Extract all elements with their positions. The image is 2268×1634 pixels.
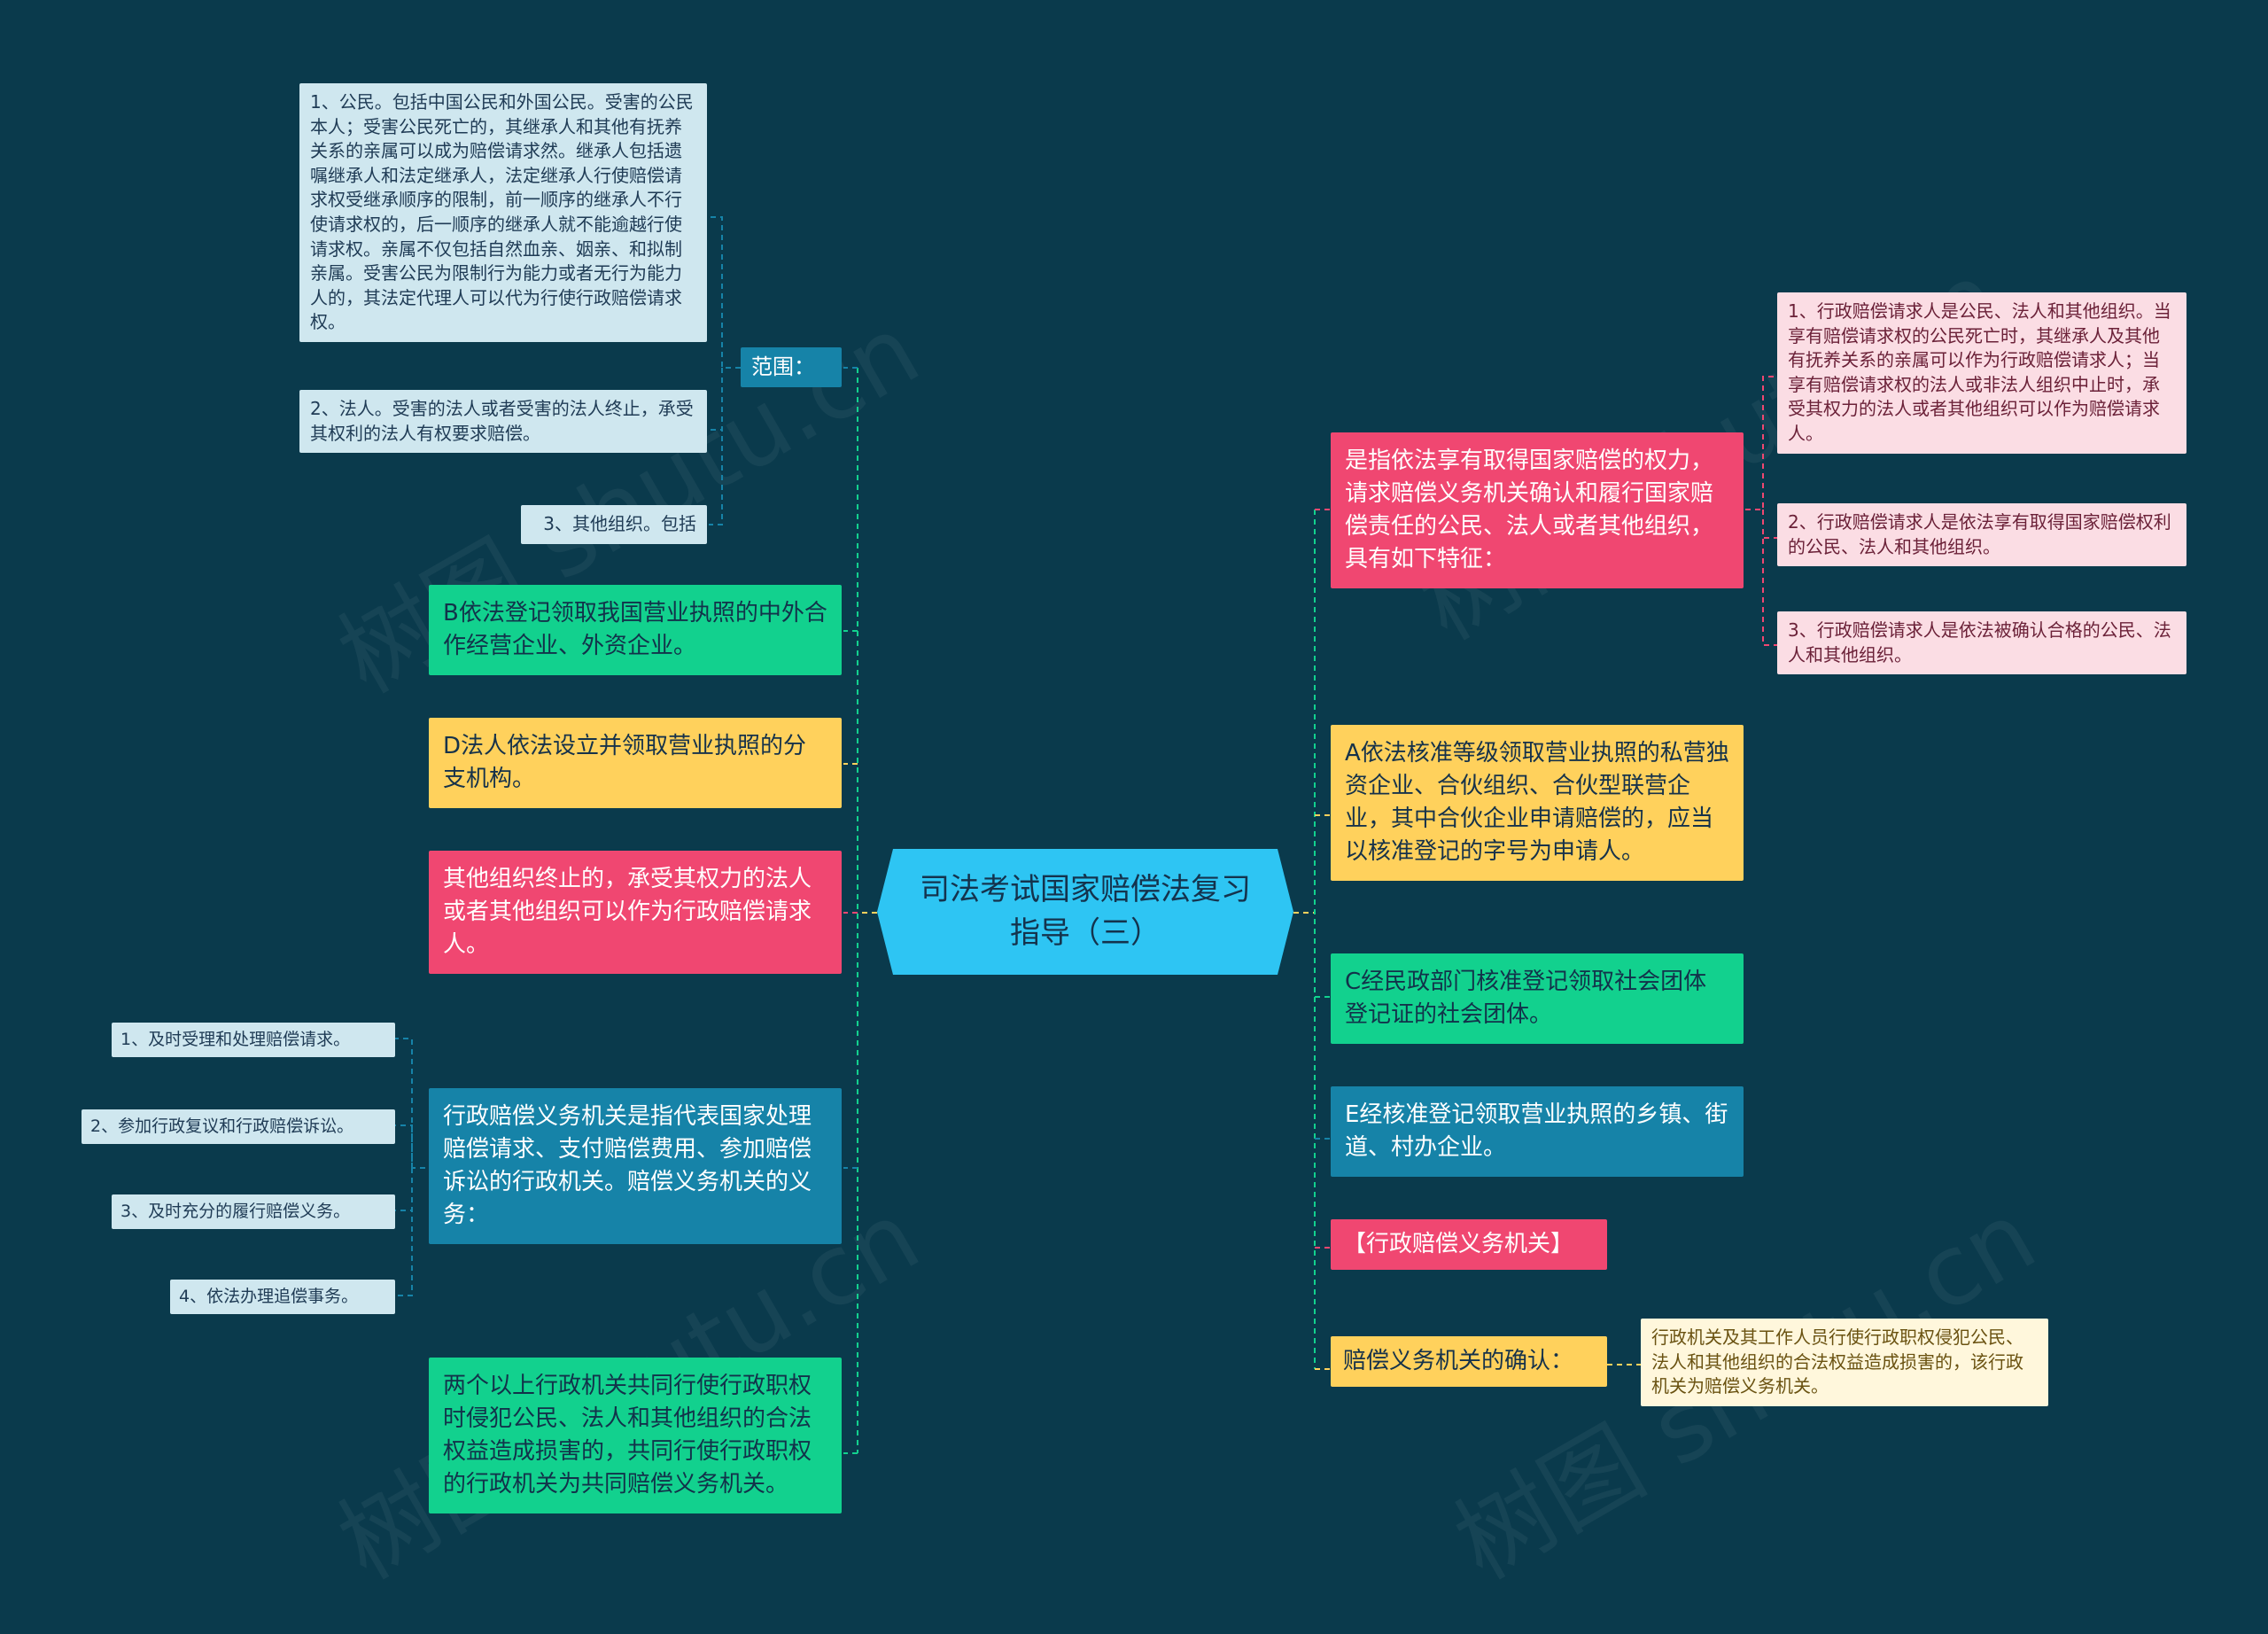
scope-label[interactable]: 范围： bbox=[741, 347, 842, 388]
definition-item-3[interactable]: 3、行政赔偿请求人是依法被确认合格的公民、法人和其他组织。 bbox=[1777, 611, 2186, 675]
obligation-item-3[interactable]: 3、及时充分的履行赔偿义务。 bbox=[112, 1194, 395, 1229]
scope-item-legal-person[interactable]: 2、法人。受害的法人或者受害的法人终止，承受其权利的法人有权要求赔偿。 bbox=[299, 390, 707, 454]
node-obligation-agency[interactable]: 行政赔偿义务机关是指代表国家处理赔偿请求、支付赔偿费用、参加赔偿诉讼的行政机关。… bbox=[429, 1088, 842, 1244]
node-c-social-group[interactable]: C经民政部门核准登记领取社会团体登记证的社会团体。 bbox=[1331, 953, 1744, 1044]
node-other-org-terminated[interactable]: 其他组织终止的，承受其权力的法人或者其他组织可以作为行政赔偿请求人。 bbox=[429, 851, 842, 974]
node-e-township-enterprise[interactable]: E经核准登记领取营业执照的乡镇、街道、村办企业。 bbox=[1331, 1086, 1744, 1177]
obligation-item-4[interactable]: 4、依法办理追偿事务。 bbox=[170, 1280, 395, 1314]
obligation-item-1[interactable]: 1、及时受理和处理赔偿请求。 bbox=[112, 1023, 395, 1057]
obligation-item-2[interactable]: 2、参加行政复议和行政赔偿诉讼。 bbox=[82, 1109, 395, 1144]
confirmation-item[interactable]: 行政机关及其工作人员行使行政职权侵犯公民、法人和其他组织的合法权益造成损害的，该… bbox=[1641, 1319, 2048, 1406]
node-joint-obligation[interactable]: 两个以上行政机关共同行使行政职权时侵犯公民、法人和其他组织的合法权益造成损害的，… bbox=[429, 1358, 842, 1513]
node-claimant-definition[interactable]: 是指依法享有取得国家赔偿的权力，请求赔偿义务机关确认和履行国家赔偿责任的公民、法… bbox=[1331, 432, 1744, 588]
node-d-branch[interactable]: D法人依法设立并领取营业执照的分支机构。 bbox=[429, 718, 842, 808]
node-agency-confirmation[interactable]: 赔偿义务机关的确认： bbox=[1331, 1336, 1607, 1387]
definition-item-1[interactable]: 1、行政赔偿请求人是公民、法人和其他组织。当享有赔偿请求权的公民死亡时，其继承人… bbox=[1777, 292, 2186, 454]
scope-item-citizen[interactable]: 1、公民。包括中国公民和外国公民。受害的公民本人；受害公民死亡的，其继承人和其他… bbox=[299, 83, 707, 342]
node-agency-title[interactable]: 【行政赔偿义务机关】 bbox=[1331, 1219, 1607, 1270]
definition-item-2[interactable]: 2、行政赔偿请求人是依法享有取得国家赔偿权利的公民、法人和其他组织。 bbox=[1777, 503, 2186, 567]
node-a-private-enterprise[interactable]: A依法核准等级领取营业执照的私营独资企业、合伙组织、合伙型联营企业，其中合伙企业… bbox=[1331, 725, 1744, 881]
scope-item-other-org[interactable]: 3、其他组织。包括 bbox=[521, 505, 707, 544]
central-topic[interactable]: 司法考试国家赔偿法复习指导（三） bbox=[877, 849, 1293, 975]
node-b-foreign-enterprise[interactable]: B依法登记领取我国营业执照的中外合作经营企业、外资企业。 bbox=[429, 585, 842, 675]
